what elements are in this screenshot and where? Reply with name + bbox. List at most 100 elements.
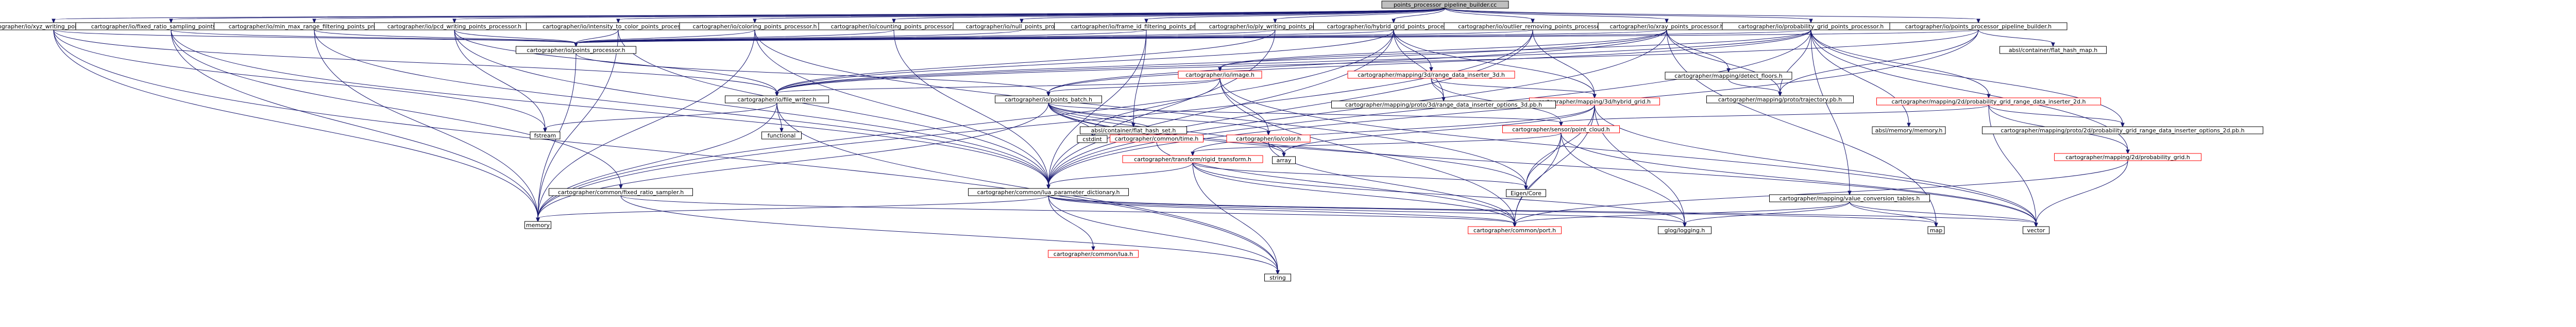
node-cartographer-common-lua-parameter-dictionary-h[interactable]: cartographer/common/lua_parameter_dictio… — [968, 188, 1129, 196]
node-label: cartographer/io/counting_points_processo… — [831, 23, 957, 30]
node-cartographer-mapping-proto-2d-probability-grid-range-data-inserter-options-2d-pb-h[interactable]: cartographer/mapping/proto/2d/probabilit… — [1982, 126, 2263, 134]
node-box — [1272, 156, 1296, 164]
node-cartographer-io-image-h[interactable]: cartographer/io/image.h — [1178, 71, 1262, 79]
node-cartographer-common-lua-h[interactable]: cartographer/common/lua.h — [1048, 250, 1139, 258]
edge-rigid-to-luadict — [1046, 162, 1193, 190]
node-cartographer-transform-rigid-transform-h[interactable]: cartographer/transform/rigid_transform.h — [1122, 155, 1263, 163]
node-cartographer-mapping-value-conversion-tables-h[interactable]: cartographer/mapping/value_conversion_ta… — [1769, 194, 1930, 202]
node-cartographer-io-intensity-to-color-points-processor-h[interactable]: cartographer/io/intensity_to_color_point… — [526, 22, 710, 30]
node-cartographer-io-hybrid-grid-points-processor-h[interactable]: cartographer/io/hybrid_grid_points_proce… — [1313, 22, 1474, 30]
node-label: cartographer/io/hybrid_grid_points_proce… — [1327, 23, 1461, 30]
edge-luadict-to-map — [1048, 195, 1938, 228]
node-cartographer-io-file-writer-h[interactable]: cartographer/io/file_writer.h — [725, 95, 829, 104]
node-label: cartographer/common/lua_parameter_dictio… — [977, 189, 1120, 196]
node-absl-container-flat-hash-map-h[interactable]: absl/container/flat_hash_map.h — [1999, 46, 2107, 54]
node-cartographer-io-points-processor-pipeline-builder-h[interactable]: cartographer/io/points_processor_pipelin… — [1889, 22, 2067, 30]
edge-image-to-pointsbatch — [1046, 78, 1221, 97]
node-label: functional — [768, 132, 796, 139]
node-box — [1077, 135, 1108, 143]
node-cartographer-mapping-proto-3d-range-data-inserter-options-3d-pb-h[interactable]: cartographer/mapping/proto/3d/range_data… — [1331, 100, 1556, 109]
node-label: cartographer/mapping/proto/3d/range_data… — [1345, 101, 1542, 108]
node-box — [524, 221, 551, 229]
edge-root-to-intensity — [616, 8, 1446, 24]
node-box — [2023, 226, 2049, 234]
node-cartographer-mapping-3d-hybrid-grid-h[interactable]: cartographer/mapping/3d/hybrid_grid.h — [1529, 97, 1660, 106]
edge-root-to-probgrid — [1445, 8, 1813, 24]
node-label: cartographer/io/intensity_to_color_point… — [543, 23, 694, 30]
node-cartographer-common-port-h[interactable]: cartographer/common/port.h — [1468, 226, 1562, 234]
node-box — [1876, 97, 2101, 106]
node-glog-logging-h[interactable]: glog/logging.h — [1658, 226, 1711, 234]
node-array[interactable]: array — [1272, 156, 1296, 164]
node-cartographer-io-points-batch-h[interactable]: cartographer/io/points_batch.h — [995, 95, 1102, 104]
node-cartographer-mapping-2d-probability-grid-h[interactable]: cartographer/mapping/2d/probability_grid… — [2054, 153, 2201, 161]
node-cartographer-mapping-proto-trajectory-pb-h[interactable]: cartographer/mapping/proto/trajectory.pb… — [1706, 95, 1854, 104]
edge-image-to-port — [1219, 78, 1517, 228]
node-cartographer-sensor-point-cloud-h[interactable]: cartographer/sensor/point_cloud.h — [1502, 125, 1620, 133]
node-vector[interactable]: vector — [2023, 226, 2049, 234]
node-functional[interactable]: functional — [761, 131, 802, 140]
node-label: array — [1277, 157, 1292, 164]
node-box — [1080, 126, 1187, 134]
node-absl-memory-memory-h[interactable]: absl/memory/memory.h — [1872, 126, 1946, 134]
node-cartographer-io-probability-grid-points-processor-h[interactable]: cartographer/io/probability_grid_points_… — [1722, 22, 1900, 30]
node-cartographer-mapping-detect-floors-h[interactable]: cartographer/mapping/detect_floors.h — [1665, 72, 1792, 80]
edge-pointcloud-to-vector — [1561, 132, 2038, 228]
node-label: cartographer/io/frame_id_filtering_point… — [1071, 23, 1222, 30]
node-cartographer-io-counting-points-processor-h[interactable]: cartographer/io/counting_points_processo… — [818, 22, 970, 30]
edge-rangedata3d-to-hybridgrid3d — [1431, 78, 1597, 99]
node-label: cartographer/io/image.h — [1185, 72, 1255, 78]
edge-luadict-to-glog — [1048, 195, 1687, 228]
edge-xyz-to-fstream — [53, 29, 547, 133]
edge-xray-to-trajectorypb — [1666, 29, 1782, 97]
node-cartographer-io-pcd-writing-points-processor-h[interactable]: cartographer/io/pcd_writing_points_proce… — [374, 22, 535, 30]
node-box — [1927, 226, 1945, 234]
edge-color-to-array — [1268, 142, 1286, 158]
node-cartographer-io-coloring-points-processor-h[interactable]: cartographer/io/coloring_points_processo… — [679, 22, 831, 30]
node-cartographer-mapping-3d-range-data-inserter-3d-h[interactable]: cartographer/mapping/3d/range_data_inser… — [1347, 71, 1515, 79]
edge-frame-to-flathashset — [1131, 29, 1147, 128]
edge-root-to-coloring — [753, 8, 1446, 24]
edge-xray-to-detectfloors — [1666, 29, 1731, 73]
node-cartographer-io-outlier-removing-points-processor-h[interactable]: cartographer/io/outlier_removing_points_… — [1444, 22, 1622, 30]
edge-root-to-xray — [1445, 8, 1669, 24]
nodes-layer: points_processor_pipeline_builder.cccart… — [0, 1, 2263, 282]
node-cartographer-io-xray-points-processor-h[interactable]: cartographer/io/xray_points_processor.h — [1598, 22, 1736, 30]
node-memory[interactable]: memory — [524, 221, 551, 229]
node-cartographer-common-fixed-ratio-sampler-h[interactable]: cartographer/common/fixed_ratio_sampler.… — [549, 188, 693, 196]
node-eigen-core[interactable]: Eigen/Core — [1506, 189, 1546, 197]
node-string[interactable]: string — [1264, 273, 1291, 282]
node-cartographer-io-min-max-range-filtering-points-processor-h[interactable]: cartographer/io/min_max_range_filtering_… — [214, 22, 415, 30]
node-box — [1658, 226, 1711, 234]
node-label: cartographer/io/fixed_ratio_sampling_poi… — [91, 23, 251, 30]
edge-pointcloud-to-rigid — [1191, 132, 1562, 157]
node-cstdint[interactable]: cstdint — [1077, 135, 1108, 143]
node-box — [530, 131, 561, 140]
edge-fixedratio-to-memory — [171, 29, 540, 222]
edge-luadict-to-string — [1048, 195, 1280, 275]
node-cartographer-mapping-2d-probability-grid-range-data-inserter-2d-h[interactable]: cartographer/mapping/2d/probability_grid… — [1876, 97, 2101, 106]
node-fstream[interactable]: fstream — [530, 131, 561, 140]
node-box — [1381, 1, 1509, 9]
node-cartographer-io-color-h[interactable]: cartographer/io/color.h — [1226, 134, 1311, 143]
edge-probgrid-to-memory_absl — [1810, 29, 1911, 128]
edge-luadict-to-vector — [1048, 195, 2038, 228]
edge-pcd-to-points_processor — [454, 29, 578, 47]
edge-intensity-to-points_processor — [574, 29, 619, 47]
node-label: cartographer/io/points_processor.h — [527, 47, 625, 54]
node-points-processor-pipeline-builder-cc[interactable]: points_processor_pipeline_builder.cc — [1381, 1, 1509, 9]
node-label: cartographer/mapping/2d/probability_grid… — [2065, 154, 2190, 161]
edge-pointsbatch-to-pointcloud — [1048, 102, 1563, 127]
node-box — [1178, 71, 1262, 79]
node-map[interactable]: map — [1927, 226, 1945, 234]
node-absl-container-flat-hash-set-h[interactable]: absl/container/flat_hash_set.h — [1080, 126, 1187, 134]
edge-pipeline-to-flat_hash_map — [1978, 29, 2055, 47]
edge-fixedratio-to-fixedratiosampler — [171, 29, 623, 190]
node-label: cartographer/transform/rigid_transform.h — [1134, 156, 1251, 163]
edge-rigid-to-string — [1192, 162, 1280, 275]
edge-root-to-hybrid — [1392, 8, 1446, 24]
node-cartographer-io-points-processor-h[interactable]: cartographer/io/points_processor.h — [516, 46, 636, 54]
edge-probgrid-to-image — [1218, 29, 1811, 72]
node-cartographer-common-time-h[interactable]: cartographer/common/time.h — [1110, 134, 1204, 143]
